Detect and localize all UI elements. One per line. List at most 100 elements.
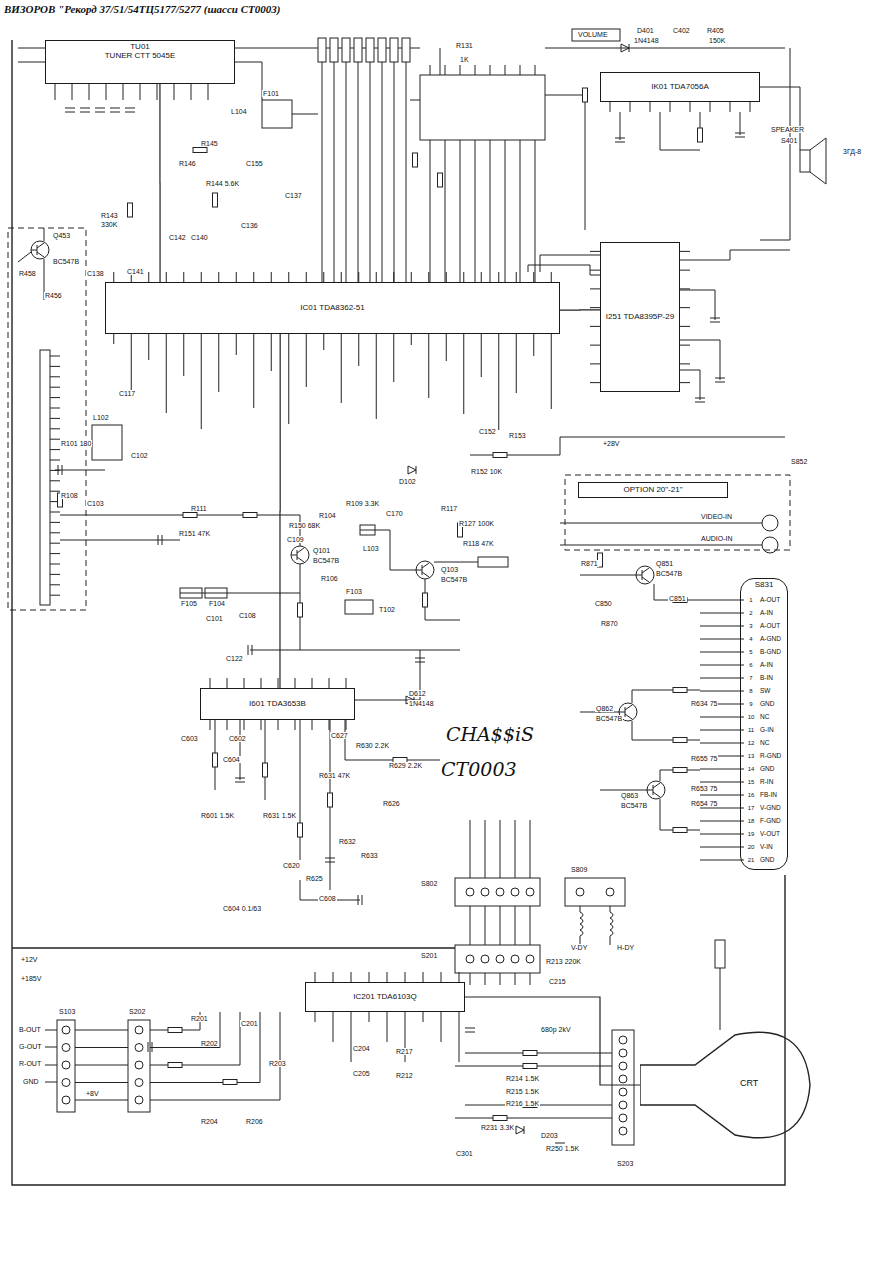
wire bbox=[700, 600, 744, 601]
pin-circle bbox=[481, 888, 489, 896]
wire bbox=[700, 847, 744, 848]
capacitor-symbol bbox=[125, 108, 135, 109]
wire bbox=[460, 65, 461, 75]
transistor-symbol bbox=[619, 712, 625, 713]
part-label: C138 bbox=[86, 270, 105, 277]
part-label: GND bbox=[759, 766, 775, 773]
pin-circle bbox=[619, 1036, 627, 1044]
part-label: C627 bbox=[330, 732, 349, 739]
pin-number: 1 bbox=[749, 597, 752, 603]
part-label: T102 bbox=[378, 606, 396, 613]
wire bbox=[50, 387, 60, 388]
part-name: I251 TDA8395P-29 bbox=[606, 312, 674, 321]
transistor-symbol bbox=[625, 714, 632, 719]
diode-symbol bbox=[516, 1126, 524, 1134]
part-label: 3ГД-8 bbox=[842, 148, 862, 155]
part-label: R213 220K bbox=[545, 958, 582, 965]
part-name: OPTION 20"-21" bbox=[623, 485, 682, 494]
part-label: 330K bbox=[100, 221, 118, 228]
transistor-symbol bbox=[636, 575, 642, 576]
wire bbox=[218, 272, 219, 282]
capacitor-symbol bbox=[162, 535, 163, 545]
part-label: C152 bbox=[478, 428, 497, 435]
wire bbox=[306, 272, 307, 282]
pin-circle bbox=[606, 888, 614, 896]
pin-number: 4 bbox=[749, 636, 752, 642]
pin-circle bbox=[62, 1026, 70, 1034]
transistor-symbol bbox=[37, 243, 44, 248]
part-label: F103 bbox=[345, 588, 363, 595]
wire bbox=[358, 272, 359, 282]
capacitor-symbol bbox=[152, 1042, 153, 1052]
wire bbox=[45, 1065, 57, 1066]
resistor-symbol bbox=[243, 513, 257, 518]
wire bbox=[75, 1065, 128, 1066]
wire bbox=[208, 84, 209, 100]
wire bbox=[235, 62, 262, 100]
wire bbox=[463, 272, 464, 282]
wire bbox=[253, 272, 254, 282]
signal-tag bbox=[318, 38, 326, 62]
wire bbox=[446, 334, 447, 361]
wire bbox=[50, 584, 60, 585]
part-name: IK01 TDA7056A bbox=[651, 82, 709, 91]
part-label: R216 1.5K bbox=[505, 1100, 540, 1107]
resistor-symbol bbox=[583, 88, 588, 102]
wire bbox=[341, 334, 342, 403]
wire bbox=[261, 678, 262, 688]
capacitor-symbol bbox=[95, 112, 105, 113]
part-label: G-IN bbox=[759, 727, 775, 734]
wire bbox=[410, 100, 420, 101]
part-label: S852 bbox=[790, 458, 808, 465]
part-label: R231 3.3K bbox=[480, 1124, 515, 1131]
part-label: R146 bbox=[178, 160, 197, 167]
wire bbox=[465, 1053, 612, 1054]
diagram-title: ВИЗОРОВ "Рекорд 37/51/54ТЦ5177/5277 (шас… bbox=[4, 3, 280, 15]
pin-number: 13 bbox=[748, 753, 755, 759]
transistor-symbol bbox=[647, 790, 653, 791]
ic-box: IC201 TDA6103Q bbox=[305, 982, 465, 1012]
wire bbox=[334, 62, 335, 282]
wire bbox=[700, 652, 744, 653]
wire bbox=[620, 112, 621, 140]
transistor-symbol bbox=[422, 572, 429, 577]
resistor-symbol bbox=[698, 128, 703, 142]
capacitor-symbol bbox=[62, 465, 63, 475]
part-label: S802 bbox=[420, 880, 438, 887]
wire bbox=[55, 84, 56, 100]
resistor-symbol bbox=[673, 688, 687, 693]
capacitor-symbol bbox=[65, 108, 75, 109]
wire bbox=[485, 973, 486, 985]
signal-tag bbox=[366, 38, 374, 62]
wire bbox=[680, 290, 715, 320]
wire bbox=[700, 782, 744, 783]
part-label: S401 bbox=[780, 137, 798, 144]
yoke-coil bbox=[610, 906, 613, 945]
pin-circle bbox=[511, 955, 519, 963]
pin-number: 19 bbox=[748, 831, 755, 837]
part-label: C608 bbox=[318, 895, 337, 902]
wire bbox=[460, 140, 461, 282]
wire bbox=[75, 1030, 128, 1031]
wire bbox=[346, 678, 347, 688]
wire bbox=[191, 84, 192, 100]
wire bbox=[670, 102, 671, 112]
wire bbox=[459, 972, 460, 982]
wire bbox=[515, 973, 516, 985]
part-label: C205 bbox=[352, 1070, 371, 1077]
wire bbox=[201, 334, 202, 429]
wire bbox=[560, 523, 762, 524]
part-label: R629 2.2K bbox=[388, 762, 423, 769]
wire bbox=[498, 334, 499, 430]
wire bbox=[425, 579, 460, 620]
part-label: 1N4148 bbox=[408, 700, 435, 707]
part-label: Q453 bbox=[52, 232, 71, 239]
part-label: Q851 bbox=[655, 560, 674, 567]
wire bbox=[580, 575, 636, 576]
signal-tag bbox=[478, 557, 508, 567]
part-label: C204 bbox=[352, 1045, 371, 1052]
part-label: R206 bbox=[245, 1118, 264, 1125]
capacitor-symbol bbox=[110, 108, 120, 109]
wire bbox=[680, 326, 690, 327]
wire bbox=[166, 334, 167, 413]
